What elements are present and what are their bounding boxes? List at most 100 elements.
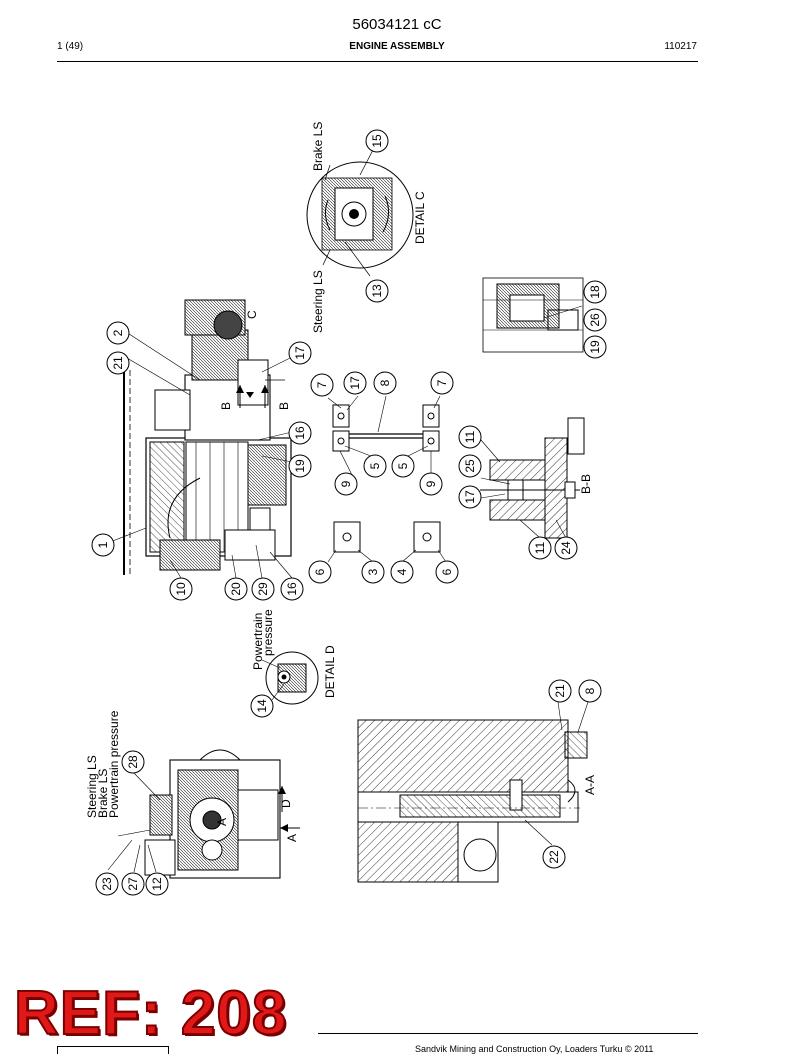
copyright-note: Sandvik Mining and Construction Oy, Load… — [415, 1044, 654, 1054]
balloon-17-b: 17 — [343, 371, 367, 395]
svg-text:5: 5 — [396, 462, 410, 469]
balloon-10: 10 — [169, 577, 193, 601]
svg-text:13: 13 — [370, 284, 384, 298]
svg-text:21: 21 — [553, 684, 567, 698]
document-id: 56034121 cC — [352, 16, 442, 33]
view-d-label: D — [279, 799, 293, 808]
view-c-label: C — [245, 310, 259, 319]
footer-rule — [318, 1033, 698, 1034]
section-a-label-1: A — [215, 818, 229, 826]
balloon-8: 8 — [373, 371, 397, 395]
svg-text:16: 16 — [285, 582, 299, 596]
powertrain-label-d: Powertrain — [251, 613, 265, 670]
svg-text:2: 2 — [111, 329, 125, 336]
balloon-19: 19 — [288, 454, 312, 478]
balloon-1: 1 — [91, 533, 115, 557]
svg-text:17: 17 — [293, 346, 307, 360]
balloon-22: 22 — [542, 845, 566, 869]
balloon-9-a: 9 — [334, 472, 358, 496]
engine-main-view — [109, 299, 297, 579]
balloon-8-b: 8 — [578, 679, 602, 703]
svg-text:8: 8 — [378, 379, 392, 386]
svg-text:25: 25 — [463, 459, 477, 473]
svg-text:7: 7 — [435, 379, 449, 386]
detail-d-title: DETAIL D — [323, 645, 337, 698]
powertrain-pressure-label: Powertrain pressure — [107, 710, 121, 818]
balloon-23: 23 — [95, 872, 119, 896]
svg-text:18: 18 — [588, 285, 602, 299]
svg-text:9: 9 — [424, 480, 438, 487]
transmission-side-view — [107, 749, 300, 879]
svg-text:6: 6 — [440, 568, 454, 575]
section-b-b-view — [480, 417, 585, 539]
balloon-2: 2 — [106, 321, 130, 345]
balloon-27: 27 — [121, 872, 145, 896]
svg-text:15: 15 — [370, 134, 384, 148]
revision-code: 110217 — [664, 41, 697, 52]
balloon-24: 24 — [554, 536, 578, 560]
steering-ls-label-c: Steering LS — [311, 270, 325, 333]
svg-text:7: 7 — [315, 381, 329, 388]
header-rule — [57, 61, 698, 62]
svg-text:1: 1 — [96, 541, 110, 548]
balloon-20: 20 — [224, 577, 248, 601]
bracket-detail-view — [482, 277, 584, 353]
balloon-14: 14 — [250, 694, 274, 718]
item-balloons: 15 13 18 26 19 2 21 17 7 17 8 7 16 19 11… — [91, 129, 607, 896]
brand-logo-box — [57, 1046, 169, 1054]
pressure-label-d: pressure — [261, 609, 275, 656]
svg-text:22: 22 — [547, 850, 561, 864]
balloon-17-c: 17 — [458, 485, 482, 509]
section-b-label-right: B — [277, 402, 291, 410]
section-b-b-title: B-B — [579, 474, 593, 494]
balloon-17-a: 17 — [288, 341, 312, 365]
section-a-a-title: A-A — [583, 775, 597, 795]
steering-ls-label-bottom: Steering LS — [85, 755, 99, 818]
svg-text:10: 10 — [174, 582, 188, 596]
reference-stamp: REF: 208 — [13, 979, 288, 1048]
svg-text:17: 17 — [463, 490, 477, 504]
section-a-a-view — [357, 701, 589, 883]
balloon-6-b: 6 — [435, 560, 459, 584]
balloon-6-a: 6 — [308, 560, 332, 584]
svg-text:17: 17 — [348, 376, 362, 390]
svg-text:19: 19 — [293, 459, 307, 473]
section-b-label-left: B — [219, 402, 233, 410]
balloon-5-a: 5 — [363, 454, 387, 478]
section-a-label-2: A — [285, 834, 299, 842]
mounting-bracket-parts — [327, 395, 447, 563]
svg-text:28: 28 — [126, 755, 140, 769]
svg-text:11: 11 — [533, 541, 547, 554]
balloon-21: 21 — [106, 351, 130, 375]
balloon-5-b: 5 — [391, 454, 415, 478]
svg-text:21: 21 — [111, 356, 125, 370]
svg-text:12: 12 — [150, 877, 164, 891]
svg-text:24: 24 — [559, 541, 573, 555]
assembly-title: ENGINE ASSEMBLY — [349, 41, 445, 52]
balloon-12: 12 — [145, 872, 169, 896]
balloon-18: 18 — [583, 280, 607, 304]
detail-d-view — [261, 651, 319, 705]
svg-text:9: 9 — [339, 480, 353, 487]
brake-ls-label-bottom: Brake LS — [96, 769, 110, 818]
svg-text:23: 23 — [100, 877, 114, 891]
balloon-7-b: 7 — [430, 371, 454, 395]
balloon-11-a: 11 — [458, 425, 482, 449]
balloon-26: 26 — [583, 308, 607, 332]
balloon-28: 28 — [121, 750, 145, 774]
svg-text:14: 14 — [255, 699, 269, 713]
balloon-16-a: 16 — [288, 421, 312, 445]
svg-text:27: 27 — [126, 877, 140, 891]
detail-c-title: DETAIL C — [413, 191, 427, 244]
svg-text:4: 4 — [395, 568, 409, 575]
balloon-29: 29 — [251, 577, 275, 601]
svg-text:16: 16 — [293, 426, 307, 440]
svg-text:6: 6 — [313, 568, 327, 575]
svg-text:29: 29 — [256, 582, 270, 596]
svg-text:20: 20 — [229, 582, 243, 596]
balloon-15: 15 — [365, 129, 389, 153]
svg-text:3: 3 — [366, 568, 380, 575]
balloon-13: 13 — [365, 279, 389, 303]
balloon-19-right: 19 — [583, 335, 607, 359]
